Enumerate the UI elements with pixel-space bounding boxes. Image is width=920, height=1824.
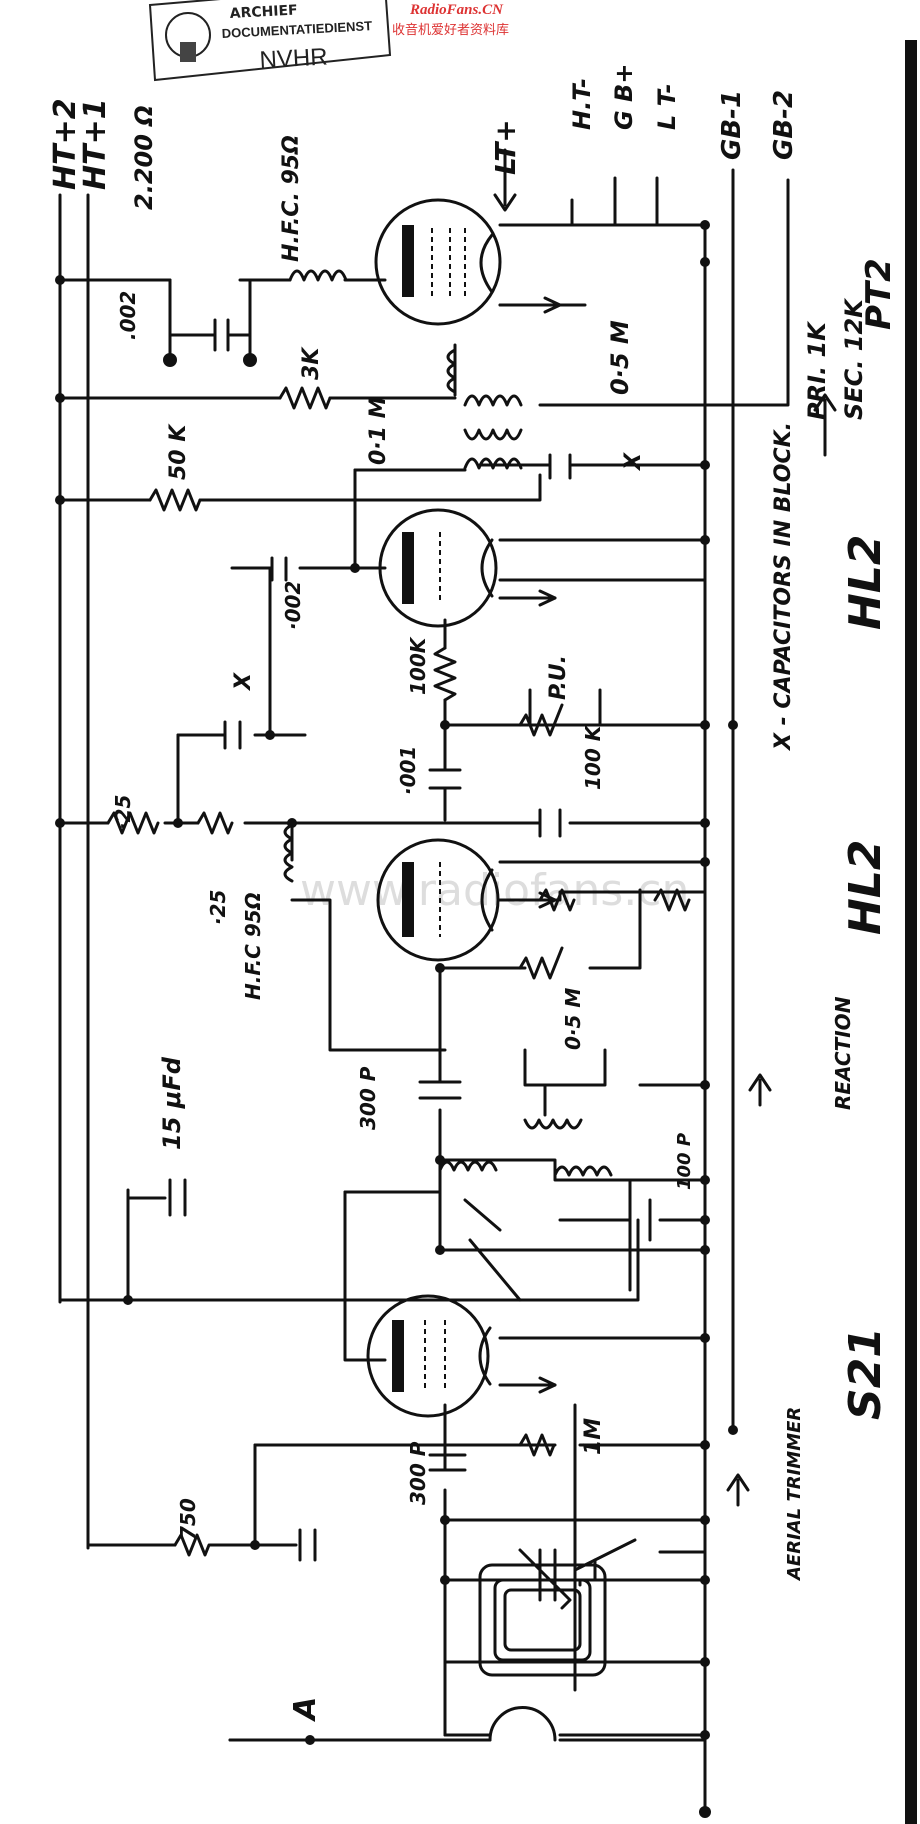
- label-c-x2: X: [231, 672, 256, 692]
- label-r-750: 750: [176, 1498, 200, 1540]
- label-c-x1: X: [621, 452, 646, 472]
- valve-hl2-b: [376, 838, 557, 962]
- main-wiring: [58, 168, 790, 1814]
- label-sec: SEC. 12K: [840, 297, 868, 420]
- label-ht-minus: H.T-: [568, 78, 596, 130]
- labels: HT+2 HT+1 2.200 Ω .002 H.F.C. 95Ω 3K LT+…: [48, 64, 899, 1722]
- label-r-2200: 2.200 Ω: [130, 105, 158, 210]
- label-pu: P.U.: [546, 655, 571, 700]
- label-r-25a: ·25: [111, 795, 135, 830]
- label-r-3k: 3K: [299, 346, 324, 380]
- label-r-100k-b: 100 K: [581, 724, 605, 790]
- label-r-50k: 50 K: [166, 423, 191, 480]
- watermark-top: RadioFans.CN: [409, 2, 504, 18]
- label-reaction: REACTION: [831, 996, 855, 1110]
- label-c-300p-b: 300 P: [406, 1441, 430, 1505]
- label-capacitors-block: X - CAPACITORS IN BLOCK.: [771, 422, 796, 752]
- label-r-100k-a: 100K: [406, 636, 430, 695]
- valve-s21: [366, 1294, 557, 1418]
- stamp-line3: NVHR: [259, 43, 328, 74]
- label-aerial: A: [288, 1697, 323, 1722]
- label-c-002-mid: ·002: [281, 581, 305, 630]
- label-c-002-top: .002: [116, 291, 140, 340]
- watermark-top-cn: 收音机爱好者资料库: [392, 22, 509, 38]
- coils: [283, 269, 613, 1177]
- arrows: [493, 148, 837, 1507]
- label-c-15mfd: 15 μFd: [158, 1056, 186, 1150]
- label-hfc-mid: H.F.C 95Ω: [241, 892, 265, 1000]
- label-hfc-top: H.F.C. 95Ω: [279, 135, 304, 262]
- label-gb-plus: G B+: [610, 64, 638, 130]
- capacitors: [168, 318, 652, 1610]
- label-r-25b: ·25: [206, 890, 230, 925]
- label-c-100p: 100 P: [674, 1133, 695, 1190]
- junctions: [55, 220, 738, 1818]
- resistors: [106, 386, 691, 1557]
- edge-bar: [905, 40, 917, 1824]
- label-c-001: ·001: [396, 746, 420, 795]
- label-r-05m: 0·5 M: [561, 988, 585, 1050]
- label-ht1: HT+1: [78, 98, 113, 190]
- label-hl2-a: HL2: [840, 535, 891, 630]
- valve-hl2-a: [378, 508, 557, 628]
- label-t-05m: 0·5 M: [606, 320, 634, 395]
- label-gb2: GB-2: [769, 90, 799, 160]
- label-pt2: PT2: [859, 258, 899, 330]
- label-gb1: GB-1: [717, 90, 747, 160]
- label-r-1m: 1M: [581, 1418, 606, 1455]
- stamp-line1: ARCHIEF: [229, 2, 298, 22]
- label-ht2: HT+2: [48, 98, 83, 190]
- valve-pt2: [374, 198, 562, 326]
- label-c-300p-a: 300 P: [356, 1066, 380, 1130]
- label-lt-minus: L T-: [653, 84, 681, 130]
- label-hl2-b: HL2: [840, 840, 891, 935]
- archive-stamp: ARCHIEF DOCUMENTATIEDIENST NVHR: [148, 0, 392, 82]
- label-s21: S21: [840, 1327, 891, 1420]
- label-r-01m: 0·1 M: [366, 396, 391, 465]
- label-aerial-trimmer: AERIAL TRIMMER: [784, 1407, 805, 1582]
